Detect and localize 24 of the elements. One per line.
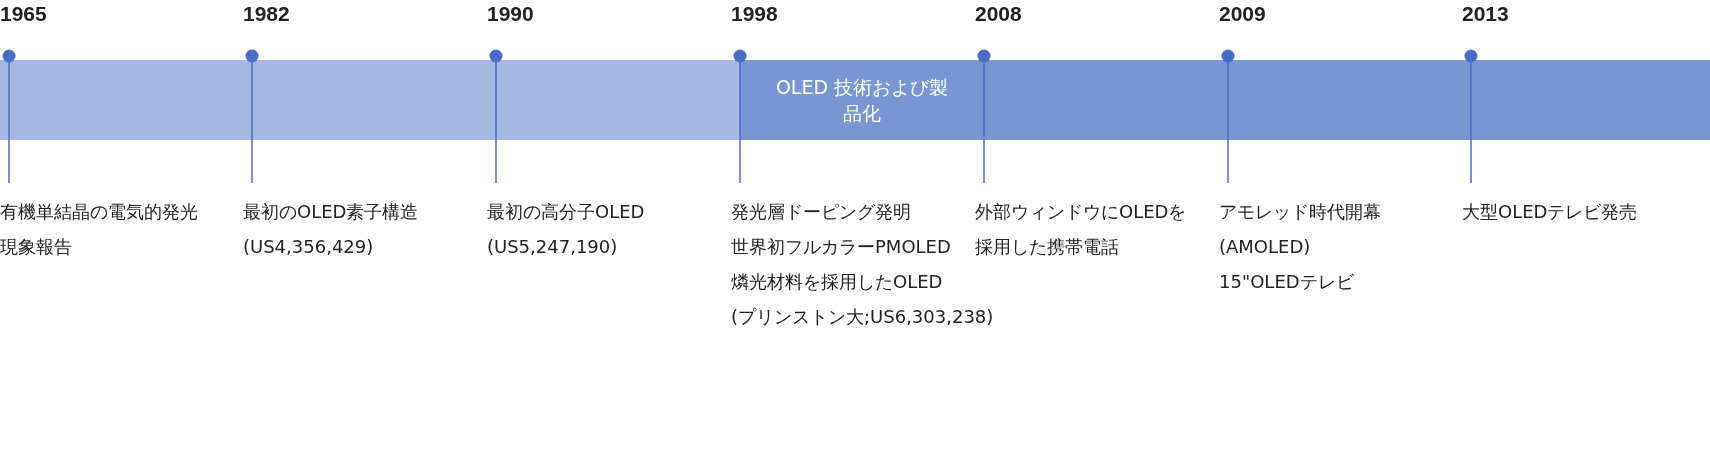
milestone-text: (US5,247,190) xyxy=(487,235,618,259)
year-label: 1965 xyxy=(0,2,47,26)
milestone-text: 有機単結晶の電気的発光現象報告 xyxy=(0,200,199,259)
milestone-text: (プリンストン大;US6,303,238) xyxy=(731,305,994,329)
milestone-text: 最初のOLED素子構造 xyxy=(243,200,419,224)
year-label: 1990 xyxy=(487,2,534,26)
milestone-text: 世界初フルカラーPMOLED xyxy=(731,235,951,259)
milestone-text: 大型OLEDテレビ発売 xyxy=(1462,200,1638,224)
milestone-text: 最初の高分子OLED xyxy=(487,200,645,224)
year-label: 1982 xyxy=(243,2,290,26)
era-label: OLED 技術および製品化 xyxy=(774,75,950,126)
year-label: 2009 xyxy=(1219,2,1266,26)
timeline-band xyxy=(0,60,740,140)
milestone-text: 外部ウィンドウにOLEDを採用した携帯電話 xyxy=(975,200,1188,259)
year-label: 1998 xyxy=(731,2,778,26)
milestone-text: アモレッド時代開幕 xyxy=(1219,200,1381,224)
milestone-text: 燐光材料を採用したOLED xyxy=(731,270,943,294)
milestone-text: 15"OLEDテレビ xyxy=(1219,270,1354,294)
year-label: 2013 xyxy=(1462,2,1509,26)
milestone-text: 発光層ドーピング発明 xyxy=(731,200,911,224)
year-label: 2008 xyxy=(975,2,1022,26)
milestone-text: (AMOLED) xyxy=(1219,235,1311,259)
era-band xyxy=(740,60,1710,140)
milestone-text: (US4,356,429) xyxy=(243,235,374,259)
